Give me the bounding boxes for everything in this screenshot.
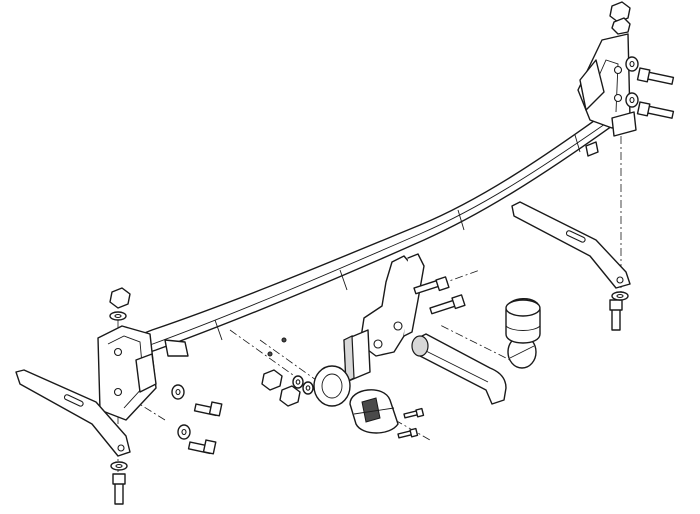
- washer: [625, 92, 639, 108]
- bolt: [413, 276, 450, 295]
- bolt: [187, 439, 217, 455]
- washer: [302, 381, 314, 395]
- left-support-strap: [15, 369, 131, 457]
- nut: [279, 385, 301, 407]
- washer: [109, 311, 127, 321]
- socket-mounting-plate: [343, 329, 371, 383]
- washer: [292, 375, 304, 389]
- bolt: [403, 407, 425, 419]
- washer: [281, 337, 287, 343]
- nut: [609, 1, 631, 35]
- tow-ball-cover: [505, 298, 541, 344]
- nut: [109, 287, 131, 309]
- nut: [261, 369, 283, 391]
- bolt: [636, 67, 675, 85]
- bolt: [397, 427, 419, 439]
- bolt: [609, 299, 623, 331]
- electrical-socket: [313, 365, 399, 434]
- washer: [625, 56, 639, 72]
- bolt: [429, 294, 466, 315]
- washer: [267, 351, 273, 357]
- tow-ball-neck: [411, 333, 537, 405]
- bolt: [112, 473, 126, 505]
- washer: [611, 291, 629, 301]
- right-mounting-bracket: [577, 33, 637, 157]
- bolt: [193, 401, 223, 417]
- center-hanger-bracket: [359, 253, 425, 357]
- washer: [171, 384, 185, 400]
- right-support-strap: [511, 201, 631, 289]
- bolt: [636, 101, 675, 119]
- left-mounting-bracket: [97, 325, 157, 421]
- washer: [177, 424, 191, 440]
- washer: [110, 461, 128, 471]
